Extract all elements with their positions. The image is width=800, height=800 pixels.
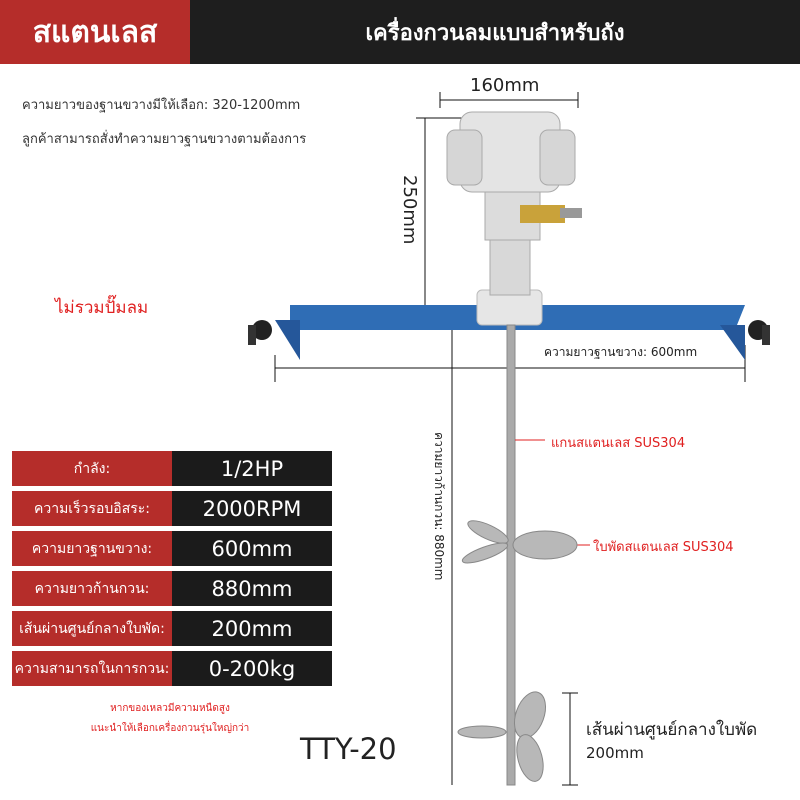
spec-row: ความเร็วรอบอิสระ:2000RPM [12, 491, 332, 526]
spec-value: 2000RPM [172, 491, 332, 526]
spec-value: 1/2HP [172, 451, 332, 486]
spec-label: ความยาวก้านกวน: [12, 571, 172, 606]
spec-label: กำลัง: [12, 451, 172, 486]
note-no-pump: ไม่รวมปั๊มลม [55, 298, 149, 318]
page-title: เครื่องกวนลมแบบสำหรับถัง [365, 20, 625, 46]
note-custom-length: ลูกค้าสามารถสั่งทำความยาวฐานขวางตามต้องก… [22, 132, 307, 147]
brand-label: สแตนเลส [0, 0, 190, 64]
spec-label: ความยาวฐานขวาง: [12, 531, 172, 566]
callout-blade: ใบพัดสแตนเลส SUS304 [593, 540, 734, 555]
header: สแตนเลส เครื่องกวนลมแบบสำหรับถัง [0, 0, 800, 64]
impeller-diameter-value: 200mm [586, 744, 644, 762]
spec-row: ความยาวฐานขวาง:600mm [12, 531, 332, 566]
warning-line1: หากของเหลวมีความหนืดสูง [110, 703, 230, 714]
spec-label: ความสามารถในการกวน: [12, 651, 172, 686]
dim-width: 160mm [470, 75, 540, 96]
note-length-options: ความยาวของฐานขวางมีให้เลือก: 320-1200mm [22, 98, 301, 113]
spec-value: 880mm [172, 571, 332, 606]
spec-row: เส้นผ่านศูนย์กลางใบพัด:200mm [12, 611, 332, 646]
spec-value: 200mm [172, 611, 332, 646]
warning-line2: แนะนำให้เลือกเครื่องกวนรุ่นใหญ่กว่า [90, 723, 250, 734]
dim-base-length: ความยาวฐานขวาง: 600mm [544, 345, 698, 359]
callout-shaft: แกนสแตนเลส SUS304 [551, 436, 686, 451]
spec-label: ความเร็วรอบอิสระ: [12, 491, 172, 526]
dim-height: 250mm [399, 175, 420, 245]
spec-row: ความสามารถในการกวน:0-200kg [12, 651, 332, 686]
spec-label: เส้นผ่านศูนย์กลางใบพัด: [12, 611, 172, 646]
dim-shaft-length: ความยาวก้านกวน: 880mm [432, 432, 446, 581]
spec-row: กำลัง:1/2HP [12, 451, 332, 486]
impeller-diameter-label: เส้นผ่านศูนย์กลางใบพัด [586, 720, 758, 740]
spec-row: ความยาวก้านกวน:880mm [12, 571, 332, 606]
spec-value: 600mm [172, 531, 332, 566]
model-number: TTY-20 [300, 732, 397, 766]
spec-value: 0-200kg [172, 651, 332, 686]
